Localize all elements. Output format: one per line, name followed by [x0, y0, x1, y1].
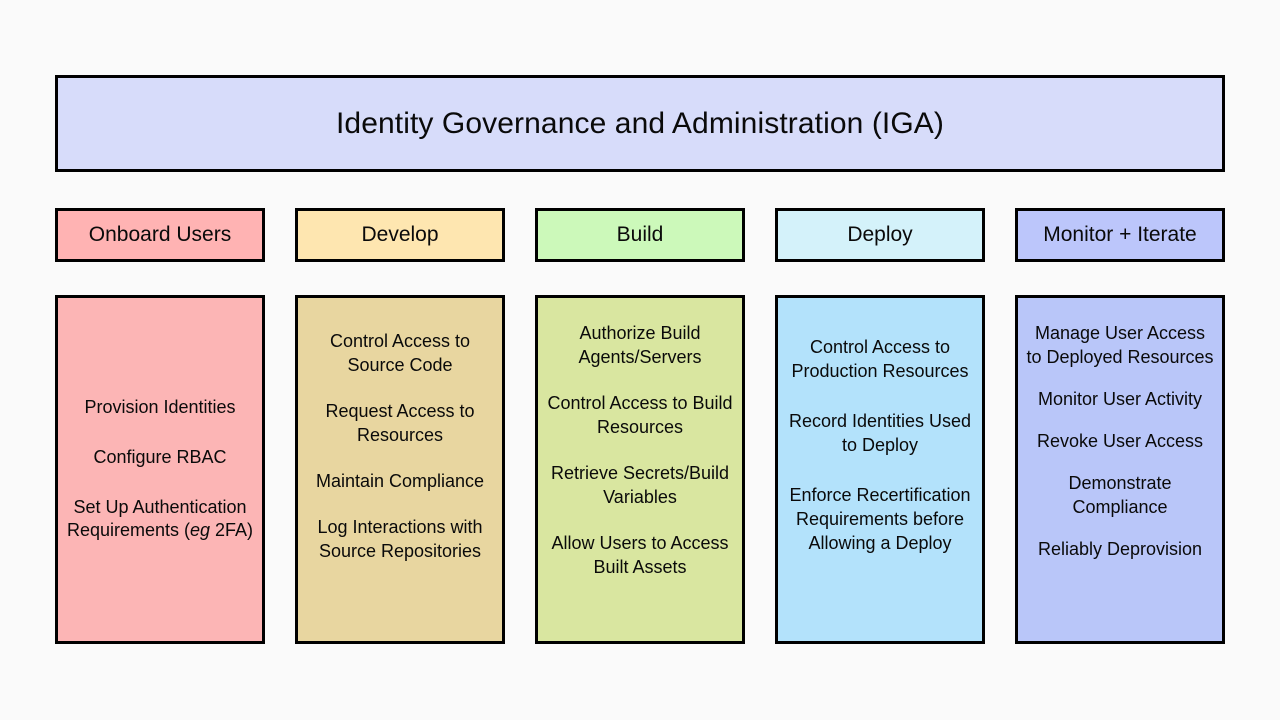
stage-item: Revoke User Access [1036, 430, 1204, 451]
stage-item: Monitor User Activity [1037, 388, 1203, 409]
stage-item: Control Access to Build Resources [547, 392, 733, 437]
stage-item: Retrieve Secrets/Build Variables [550, 462, 730, 507]
stage-item: Record Identities Used to Deploy [788, 410, 972, 455]
stage-body-monitor-iterate: Manage User Access to Deployed Resources… [1015, 295, 1225, 644]
stage-item: Authorize Build Agents/Servers [578, 323, 702, 367]
stage-header-onboard-users: Onboard Users [55, 208, 265, 262]
stage-item: Allow Users to Access Built Assets [551, 532, 729, 577]
diagram-title-banner: Identity Governance and Administration (… [55, 75, 1225, 172]
stage-item: Provision Identities [84, 396, 236, 417]
stage-item: Manage User Access to Deployed Resources [1026, 323, 1214, 367]
stage-header-label: Build [616, 222, 664, 246]
stage-item: Control Access to Production Resources [791, 337, 969, 381]
stage-header-label: Monitor + Iterate [1043, 222, 1197, 246]
stage-header-label: Develop [361, 222, 439, 246]
stage-item: Enforce Recertification Requirements bef… [789, 484, 971, 553]
stage-header-develop: Develop [295, 208, 505, 262]
stage-item: Reliably Deprovision [1037, 538, 1203, 559]
stage-header-label: Deploy [847, 222, 913, 246]
stage-item: Control Access to Source Code [329, 331, 471, 375]
stage-header-label: Onboard Users [88, 222, 232, 246]
stage-item: Maintain Compliance [315, 470, 485, 491]
stage-item: Demonstrate Compliance [1068, 472, 1172, 517]
stage-header-deploy: Deploy [775, 208, 985, 262]
stage-item: Set Up Authentication Requirements (eg 2… [66, 496, 254, 541]
stage-column-monitor-iterate: Monitor + Iterate Manage User Access to … [1015, 208, 1225, 644]
stage-item: Configure RBAC [93, 446, 227, 467]
stage-column-deploy: Deploy Control Access to Production Reso… [775, 208, 985, 644]
stage-item: Request Access to Resources [325, 400, 475, 445]
stage-item: Log Interactions with Source Repositorie… [317, 516, 483, 561]
stage-header-monitor-iterate: Monitor + Iterate [1015, 208, 1225, 262]
stage-header-build: Build [535, 208, 745, 262]
diagram-title: Identity Governance and Administration (… [335, 106, 945, 140]
